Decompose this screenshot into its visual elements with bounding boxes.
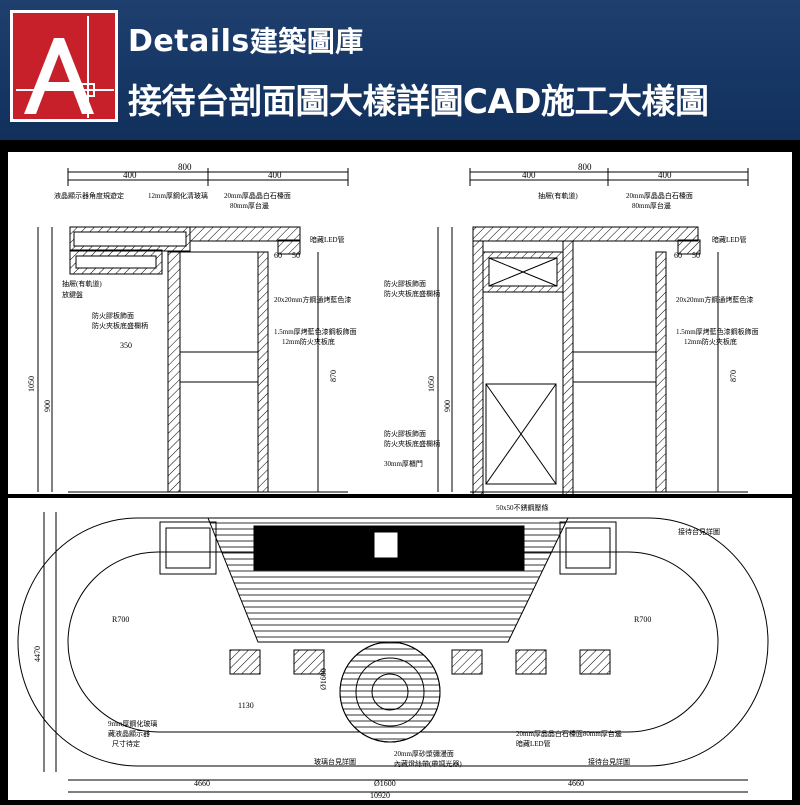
brand-latin: Details: [128, 24, 250, 59]
dim-50-l: 50: [292, 251, 300, 260]
label-stone-top2-r: 80mm厚台邊: [632, 201, 671, 210]
label-led-r: 暗藏LED管: [712, 235, 747, 244]
label-stone-top-r: 20mm厚晶晶白石檯面: [626, 191, 693, 200]
label-glass-detail: 玻璃台見詳圖: [314, 757, 356, 766]
label-glass: 12mm厚鋼化清玻璃: [148, 191, 208, 200]
counter-edge-r: [677, 239, 701, 255]
dim-350: 350: [120, 341, 132, 350]
label-drawer: 抽屜(有軌道): [62, 279, 102, 288]
label-steel-r: 1.5mm厚烤藍色漆鋼板飾面: [676, 327, 759, 336]
label-fire-board-r: 防火膠板飾面: [384, 279, 426, 288]
label-stone: 20mm厚晶晶白石檯面80mm厚台邊: [516, 729, 622, 738]
panel-2: [293, 649, 325, 675]
label-ply-r: 12mm防火夾板底: [684, 337, 737, 346]
dim-1130: 1130: [238, 701, 254, 710]
panel-5: [579, 649, 611, 675]
dim-900-r: 900: [443, 400, 452, 412]
dim-870-l: 870: [329, 370, 338, 382]
label-fire-board: 防火膠板飾面: [92, 311, 134, 320]
section-left: 800 400 400 液晶顯示器角度規遊定 12mm厚鋼化清: [27, 162, 357, 493]
dim-60-r: 60: [674, 251, 682, 260]
dim-900-l: 900: [43, 400, 52, 412]
section-right: 800 400 400: [384, 162, 759, 497]
label-top-note: 50x50不銹鋼壓條: [496, 503, 549, 512]
plan-view: 50x50不銹鋼壓條 接待台見詳圖 9mm厚鋼化玻璃 藏液晶顯示器 尺寸待定 玻…: [17, 503, 769, 800]
label-led-plan: 暗藏LED管: [516, 739, 551, 748]
label-led: 暗藏LED管: [310, 235, 345, 244]
drawing-paper: 800 400 400 液晶顯示器角度規遊定 12mm厚鋼化清: [8, 152, 792, 800]
dim-phi1600-b: Ø1600: [374, 779, 396, 788]
label-lcd: 液晶顯示器角度規遊定: [54, 191, 124, 200]
panel-4: [515, 649, 547, 675]
brand: Details建築圖庫: [128, 20, 364, 60]
label-door-r: 30mm厚櫃門: [384, 459, 423, 468]
panel-1: [229, 649, 261, 675]
label-tube: 20x20mm方鋼通烤藍色漆: [274, 295, 351, 304]
dim-800: 800: [178, 162, 192, 172]
left-wall-r: [472, 240, 484, 497]
box-left: [159, 521, 217, 575]
dim-400-b: 400: [268, 170, 282, 180]
dim-1050-l: 1050: [27, 376, 36, 392]
dim-400-d: 400: [658, 170, 672, 180]
label-fire-board2-r: 防火膠板飾面: [384, 429, 426, 438]
label-fire-frame2-r: 防火夾板底盛欄柄: [384, 439, 440, 448]
label-tube-r: 20x20mm方鋼通烤藍色漆: [676, 295, 753, 304]
page-title: 接待台剖面圖大樣詳圖CAD施工大樣圖: [128, 82, 709, 122]
dim-r700-r: R700: [634, 615, 651, 624]
divider: [8, 494, 792, 498]
autocad-logo-icon: [10, 10, 118, 122]
desk-screen: [373, 531, 399, 559]
label-stone-top2: 80mm厚台邊: [230, 201, 269, 210]
cad-drawing: 800 400 400 液晶顯示器角度規遊定 12mm厚鋼化清: [8, 162, 792, 800]
right-wall-r: [655, 251, 667, 493]
dim-800-r: 800: [578, 162, 592, 172]
stone-top: [189, 226, 301, 242]
dim-50-r: 50: [692, 251, 700, 260]
cabinet-door: [485, 383, 557, 485]
label-drawer-r: 抽屜(有軌道): [538, 191, 578, 200]
dim-10920: 10920: [370, 791, 390, 800]
counter-edge: [277, 239, 301, 255]
label-keyboard: 放鍵盤: [62, 290, 83, 299]
label-ply: 12mm防火夾板底: [282, 337, 335, 346]
dim-4660-l: 4660: [194, 779, 210, 788]
label-lcd-screen: 藏液晶顯示器: [108, 729, 150, 738]
label-desk-detail: 接待台見詳圖: [588, 757, 630, 766]
label-ring: 20mm厚砂漿彌漫面: [394, 749, 454, 758]
dim-4660-r: 4660: [568, 779, 584, 788]
label-stone-top: 20mm厚晶晶白石檯面: [224, 191, 291, 200]
label-glass9: 9mm厚鋼化玻璃: [108, 719, 157, 728]
label-fire-frame: 防火夾板底盛欄柄: [92, 321, 148, 330]
dim-1050-r: 1050: [427, 376, 436, 392]
left-wall: [167, 251, 181, 493]
dim-phi1600: Ø1600: [319, 668, 328, 690]
right-wall: [257, 251, 269, 493]
dim-400-a: 400: [123, 170, 137, 180]
brand-cn: 建築圖庫: [249, 25, 364, 58]
label-fire-frame-r: 防火夾板底盛欄柄: [384, 289, 440, 298]
counter-outline: [17, 517, 769, 767]
drawing-sheet: 800 400 400 液晶顯示器角度規遊定 12mm厚鋼化清: [0, 140, 800, 800]
dim-870-r: 870: [729, 370, 738, 382]
dim-400-c: 400: [522, 170, 536, 180]
counter-inner: [67, 551, 719, 733]
panel-3: [451, 649, 483, 675]
dim-r700-l: R700: [112, 615, 129, 624]
banner: Details建築圖庫 接待台剖面圖大樣詳圖CAD施工大樣圖: [0, 0, 800, 140]
label-steel: 1.5mm厚烤藍色漆鋼板飾面: [274, 327, 357, 336]
dim-4470: 4470: [33, 646, 42, 662]
stone-top-r: [472, 226, 699, 242]
dim-60-l: 60: [274, 251, 282, 260]
label-size-note: 尺寸待定: [112, 739, 140, 748]
label-ring2: 內藏燈絲帶(帶調光器): [394, 759, 462, 768]
label-reception-detail: 接待台見詳圖: [678, 527, 720, 536]
box-right: [559, 521, 617, 575]
mid-wall-r: [562, 240, 574, 497]
